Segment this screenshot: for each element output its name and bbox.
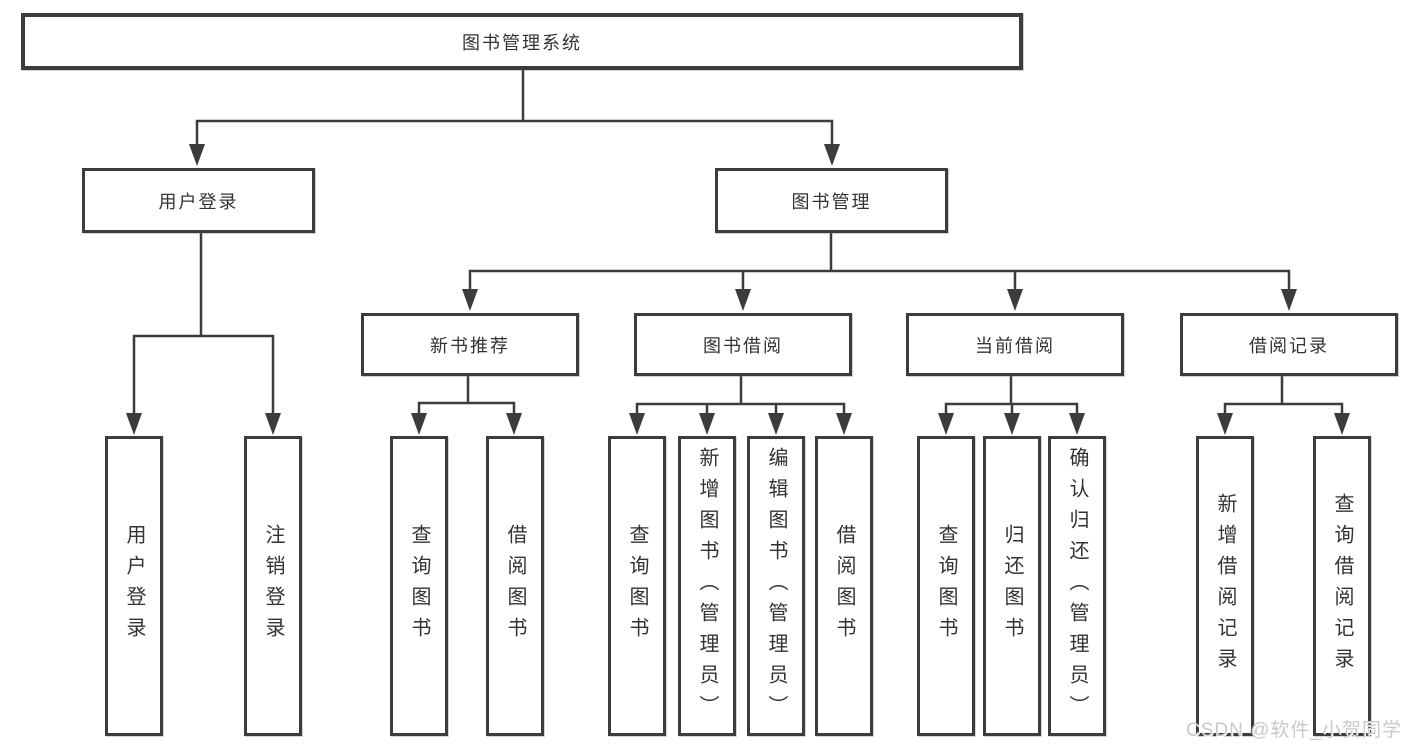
node-query-books-current: 查询图书 [917, 436, 975, 736]
node-label: 新书推荐 [430, 335, 510, 356]
node-edit-books-admin: 编辑图书（管理员） [747, 436, 805, 736]
node-label: 查询图书 [626, 524, 648, 648]
watermark-csdn: CSDN @软件_小贺同学 [1186, 720, 1402, 741]
node-label: 借阅图书 [504, 524, 526, 648]
node-borrow-records: 借阅记录 [1180, 313, 1398, 376]
node-user-login: 用户登录 [82, 168, 315, 233]
node-logout: 注销登录 [244, 436, 302, 736]
node-current-borrow: 当前借阅 [906, 313, 1124, 376]
node-label: 当前借阅 [975, 335, 1055, 356]
node-label: 新增借阅记录 [1214, 493, 1236, 679]
node-query-books-recommend: 查询图书 [390, 436, 448, 736]
node-label: 归还图书 [1001, 524, 1023, 648]
arrowheads [126, 144, 1350, 435]
node-label: 新增图书（管理员） [696, 446, 718, 726]
node-confirm-return-admin: 确认归还（管理员） [1048, 436, 1106, 736]
node-label: 借阅图书 [833, 524, 855, 648]
node-label: 用户登录 [158, 191, 239, 212]
node-borrow-books-leaf: 借阅图书 [815, 436, 873, 736]
node-library-management-system: 图书管理系统 [21, 13, 1023, 70]
node-add-books-admin: 新增图书（管理员） [678, 436, 736, 736]
node-label: 查询借阅记录 [1331, 493, 1353, 679]
node-label: 用户登录 [123, 524, 145, 648]
node-return-books: 归还图书 [983, 436, 1041, 736]
node-label: 查询图书 [408, 524, 430, 648]
node-new-book-recommend: 新书推荐 [361, 313, 579, 376]
node-label: 查询图书 [935, 524, 957, 648]
node-label: 图书管理系统 [462, 32, 582, 53]
node-label: 借阅记录 [1249, 335, 1329, 356]
node-book-management: 图书管理 [715, 168, 948, 233]
node-add-borrow-record: 新增借阅记录 [1196, 436, 1254, 736]
node-label: 注销登录 [262, 524, 284, 648]
node-label: 图书管理 [791, 191, 872, 212]
node-label: 确认归还（管理员） [1066, 446, 1088, 726]
node-borrow-books-recommend: 借阅图书 [486, 436, 544, 736]
node-query-books-borrow: 查询图书 [608, 436, 666, 736]
node-label: 编辑图书（管理员） [765, 446, 787, 726]
node-user-login-leaf: 用户登录 [105, 436, 163, 736]
node-query-borrow-record: 查询借阅记录 [1313, 436, 1371, 736]
node-book-borrow: 图书借阅 [634, 313, 852, 376]
node-label: 图书借阅 [703, 335, 783, 356]
